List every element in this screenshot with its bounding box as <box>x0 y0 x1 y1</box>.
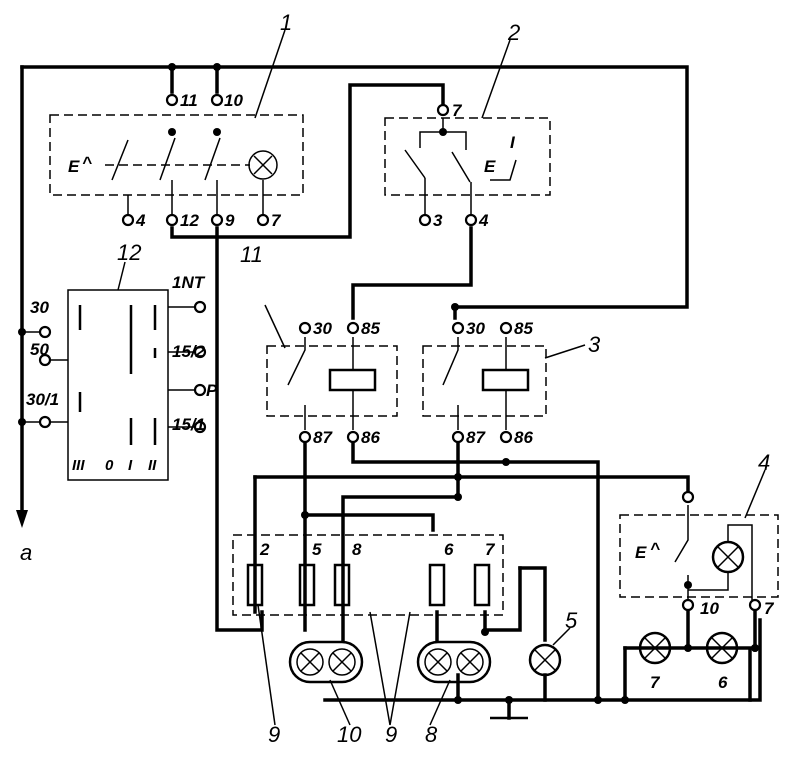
svg-text:30: 30 <box>30 298 49 317</box>
callout-4: 4 <box>758 450 770 475</box>
svg-text:E: E <box>68 157 80 176</box>
switch-4 <box>619 505 779 600</box>
terminals <box>38 93 762 612</box>
callout-5: 5 <box>565 608 578 633</box>
svg-text:III: III <box>72 457 85 474</box>
svg-text:86: 86 <box>361 428 380 447</box>
svg-text:30: 30 <box>466 319 485 338</box>
relay-3 <box>422 337 547 430</box>
svg-text:E: E <box>484 157 496 176</box>
svg-text:0: 0 <box>105 457 114 474</box>
svg-text:1NT: 1NT <box>172 273 206 292</box>
callout-11: 11 <box>240 242 263 267</box>
svg-text:30/1: 30/1 <box>26 390 59 409</box>
light-switch-2 <box>384 117 551 215</box>
lamp-6 <box>705 631 739 665</box>
headlamp-8 <box>416 640 492 684</box>
svg-text:85: 85 <box>514 319 533 338</box>
callout-1: 1 <box>280 10 292 35</box>
headlamp-10 <box>288 640 364 684</box>
svg-text:15/1: 15/1 <box>172 415 205 434</box>
junctions <box>18 63 759 704</box>
svg-text:I: I <box>510 133 516 152</box>
fuse-7 <box>473 563 491 607</box>
callout-3: 3 <box>588 332 601 357</box>
svg-text:II: II <box>148 457 157 474</box>
svg-text:P: P <box>206 381 218 400</box>
svg-text:7: 7 <box>452 101 463 120</box>
svg-text:7: 7 <box>764 599 775 618</box>
svg-text:6: 6 <box>718 673 728 692</box>
svg-text:4: 4 <box>478 211 489 230</box>
svg-text:50: 50 <box>30 340 49 359</box>
labels: 1 2 3 4 5 11 12 9 10 9 8 a 11 10 4 12 9 … <box>20 10 775 747</box>
svg-text:3: 3 <box>433 211 443 230</box>
callout-2: 2 <box>507 20 520 45</box>
callout-a: a <box>20 540 32 565</box>
svg-text:4: 4 <box>135 211 146 230</box>
svg-text:6: 6 <box>444 540 454 559</box>
fuse-6 <box>428 563 446 607</box>
svg-text:9: 9 <box>225 211 235 230</box>
callout-8: 8 <box>425 722 438 747</box>
svg-text:7: 7 <box>650 673 661 692</box>
callout-10: 10 <box>337 722 362 747</box>
light-switch-1 <box>49 114 304 215</box>
svg-text:85: 85 <box>361 319 380 338</box>
lamp-5 <box>528 643 562 677</box>
fuse-2 <box>246 563 264 607</box>
svg-text:^: ^ <box>650 539 660 558</box>
svg-text:^: ^ <box>82 153 92 172</box>
callout-9-left: 9 <box>268 722 280 747</box>
callout-12: 12 <box>117 240 141 265</box>
svg-text:87: 87 <box>313 428 333 447</box>
svg-text:86: 86 <box>514 428 533 447</box>
arrow-down-icon <box>16 510 28 528</box>
svg-text:7: 7 <box>271 211 282 230</box>
svg-text:15/2: 15/2 <box>172 342 206 361</box>
svg-text:8: 8 <box>352 540 362 559</box>
svg-text:12: 12 <box>180 211 199 230</box>
ignition-switch-12 <box>22 289 195 481</box>
svg-text:10: 10 <box>224 91 243 110</box>
leader-lines <box>117 29 766 726</box>
svg-text:7: 7 <box>485 540 496 559</box>
fuse-box <box>232 534 504 616</box>
wires <box>20 65 762 720</box>
svg-text:2: 2 <box>259 540 270 559</box>
svg-text:30: 30 <box>313 319 332 338</box>
lamp-7 <box>638 631 672 665</box>
svg-text:5: 5 <box>312 540 322 559</box>
svg-text:87: 87 <box>466 428 486 447</box>
relay-11 <box>266 337 398 430</box>
svg-text:10: 10 <box>700 599 719 618</box>
svg-text:I: I <box>128 457 133 474</box>
fuse-5 <box>298 563 316 607</box>
svg-text:E: E <box>635 543 647 562</box>
svg-text:11: 11 <box>180 91 198 110</box>
callout-9-mid: 9 <box>385 722 397 747</box>
fuse-8 <box>333 563 351 607</box>
